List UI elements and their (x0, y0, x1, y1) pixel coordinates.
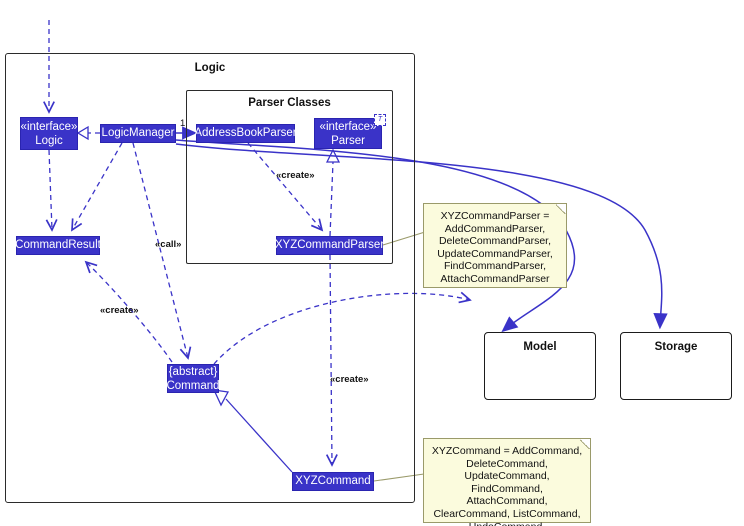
class-xyz-command-label: XYZCommand (295, 475, 371, 487)
class-logic-stereotype: «interface» (20, 120, 78, 133)
edge-logicmanager-to-storage (175, 143, 668, 330)
note-line: DeleteCommandParser, (438, 235, 552, 248)
class-logic-manager[interactable]: LogicManager (100, 124, 176, 143)
inheritance-triangle-command (212, 389, 230, 407)
class-command-result-label: CommandResult (15, 239, 101, 251)
note-line: XYZCommandParser = (440, 210, 550, 222)
class-command-label: Command (166, 379, 220, 392)
class-logic-manager-label: LogicManager (101, 127, 175, 139)
realization-triangle-logic (76, 125, 89, 141)
box-model-title: Model (523, 341, 557, 353)
class-logic[interactable]: «interface» Logic (20, 117, 78, 150)
class-parser-template-parameter: T (374, 114, 386, 126)
box-storage[interactable]: Storage (620, 332, 732, 400)
note-line: UpdateCommandParser, (437, 247, 553, 260)
class-logic-label: Logic (35, 134, 63, 147)
class-xyz-command-parser[interactable]: XYZCommandParser (274, 236, 385, 255)
edge-label-create-result: «create» (100, 305, 139, 316)
class-parser[interactable]: «interface» Parser (314, 118, 382, 149)
edge-xyzcommandparser-realizes-parser (329, 161, 334, 237)
note-line: ClearCommand, ListCommand, (433, 507, 581, 520)
class-command-result[interactable]: CommandResult (15, 236, 101, 255)
edge-logicmanager-calls-command (132, 142, 192, 360)
edge-xyzcommandparser-creates-xyzcommand (325, 254, 338, 467)
edge-addressbookparser-creates-xyzcommandparser (247, 142, 324, 232)
edge-label-create-xyzcommand: «create» (330, 374, 369, 385)
class-command[interactable]: {abstract} Command (166, 364, 220, 393)
edge-label-call-command: «call» (155, 239, 182, 250)
class-parser-label: Parser (331, 134, 365, 147)
edge-label-create-parser: «create» (276, 170, 315, 181)
note-line: FindCommand, AttachCommand, (466, 482, 548, 508)
box-model[interactable]: Model (484, 332, 596, 400)
note-fold-icon (556, 203, 567, 214)
class-address-book-parser[interactable]: AddressBookParser (194, 124, 297, 143)
note-line: AddCommandParser, (444, 222, 546, 235)
box-storage-title: Storage (654, 341, 698, 353)
note-line: UndoCommand, ExportCommand, (431, 521, 583, 526)
logic-package: Logic (5, 53, 415, 503)
edge-command-creates-commandresult (84, 260, 173, 363)
edge-logicmanager-to-model (175, 139, 576, 333)
edge-logicmanager-to-commandresult (71, 142, 123, 232)
note-line: XYZCommand = AddCommand, (431, 445, 583, 457)
edge-xyzcommand-extends-command (225, 398, 293, 473)
note-line: FindCommandParser, (443, 260, 547, 273)
edge-logic-to-commandresult (45, 149, 58, 232)
note-xyz-command: XYZCommand = AddCommand, DeleteCommand, … (423, 438, 591, 526)
class-parser-stereotype: «interface» (319, 120, 377, 133)
class-xyz-command-parser-label: XYZCommandParser (274, 239, 385, 251)
address-book-parser-multiplicity: 1 (180, 118, 186, 129)
edge-model-to-command (213, 291, 472, 365)
note-line: AttachCommandParser (440, 272, 550, 285)
parser-classes-package-title: Parser Classes (248, 97, 331, 109)
class-xyz-command[interactable]: XYZCommand (292, 472, 374, 491)
note-anchor-xyzcommand (373, 473, 425, 482)
note-anchor-xyzcommandparser (382, 231, 426, 246)
class-address-book-parser-label: AddressBookParser (194, 127, 297, 139)
note-xyz-command-parser: XYZCommandParser = AddCommandParser, Del… (423, 203, 567, 288)
logic-package-title: Logic (194, 62, 226, 74)
parser-classes-package: Parser Classes (186, 90, 393, 264)
class-command-stereotype: {abstract} (168, 365, 218, 378)
note-line: DeleteCommand, UpdateCommand, (464, 457, 550, 483)
note-fold-icon (580, 438, 591, 449)
